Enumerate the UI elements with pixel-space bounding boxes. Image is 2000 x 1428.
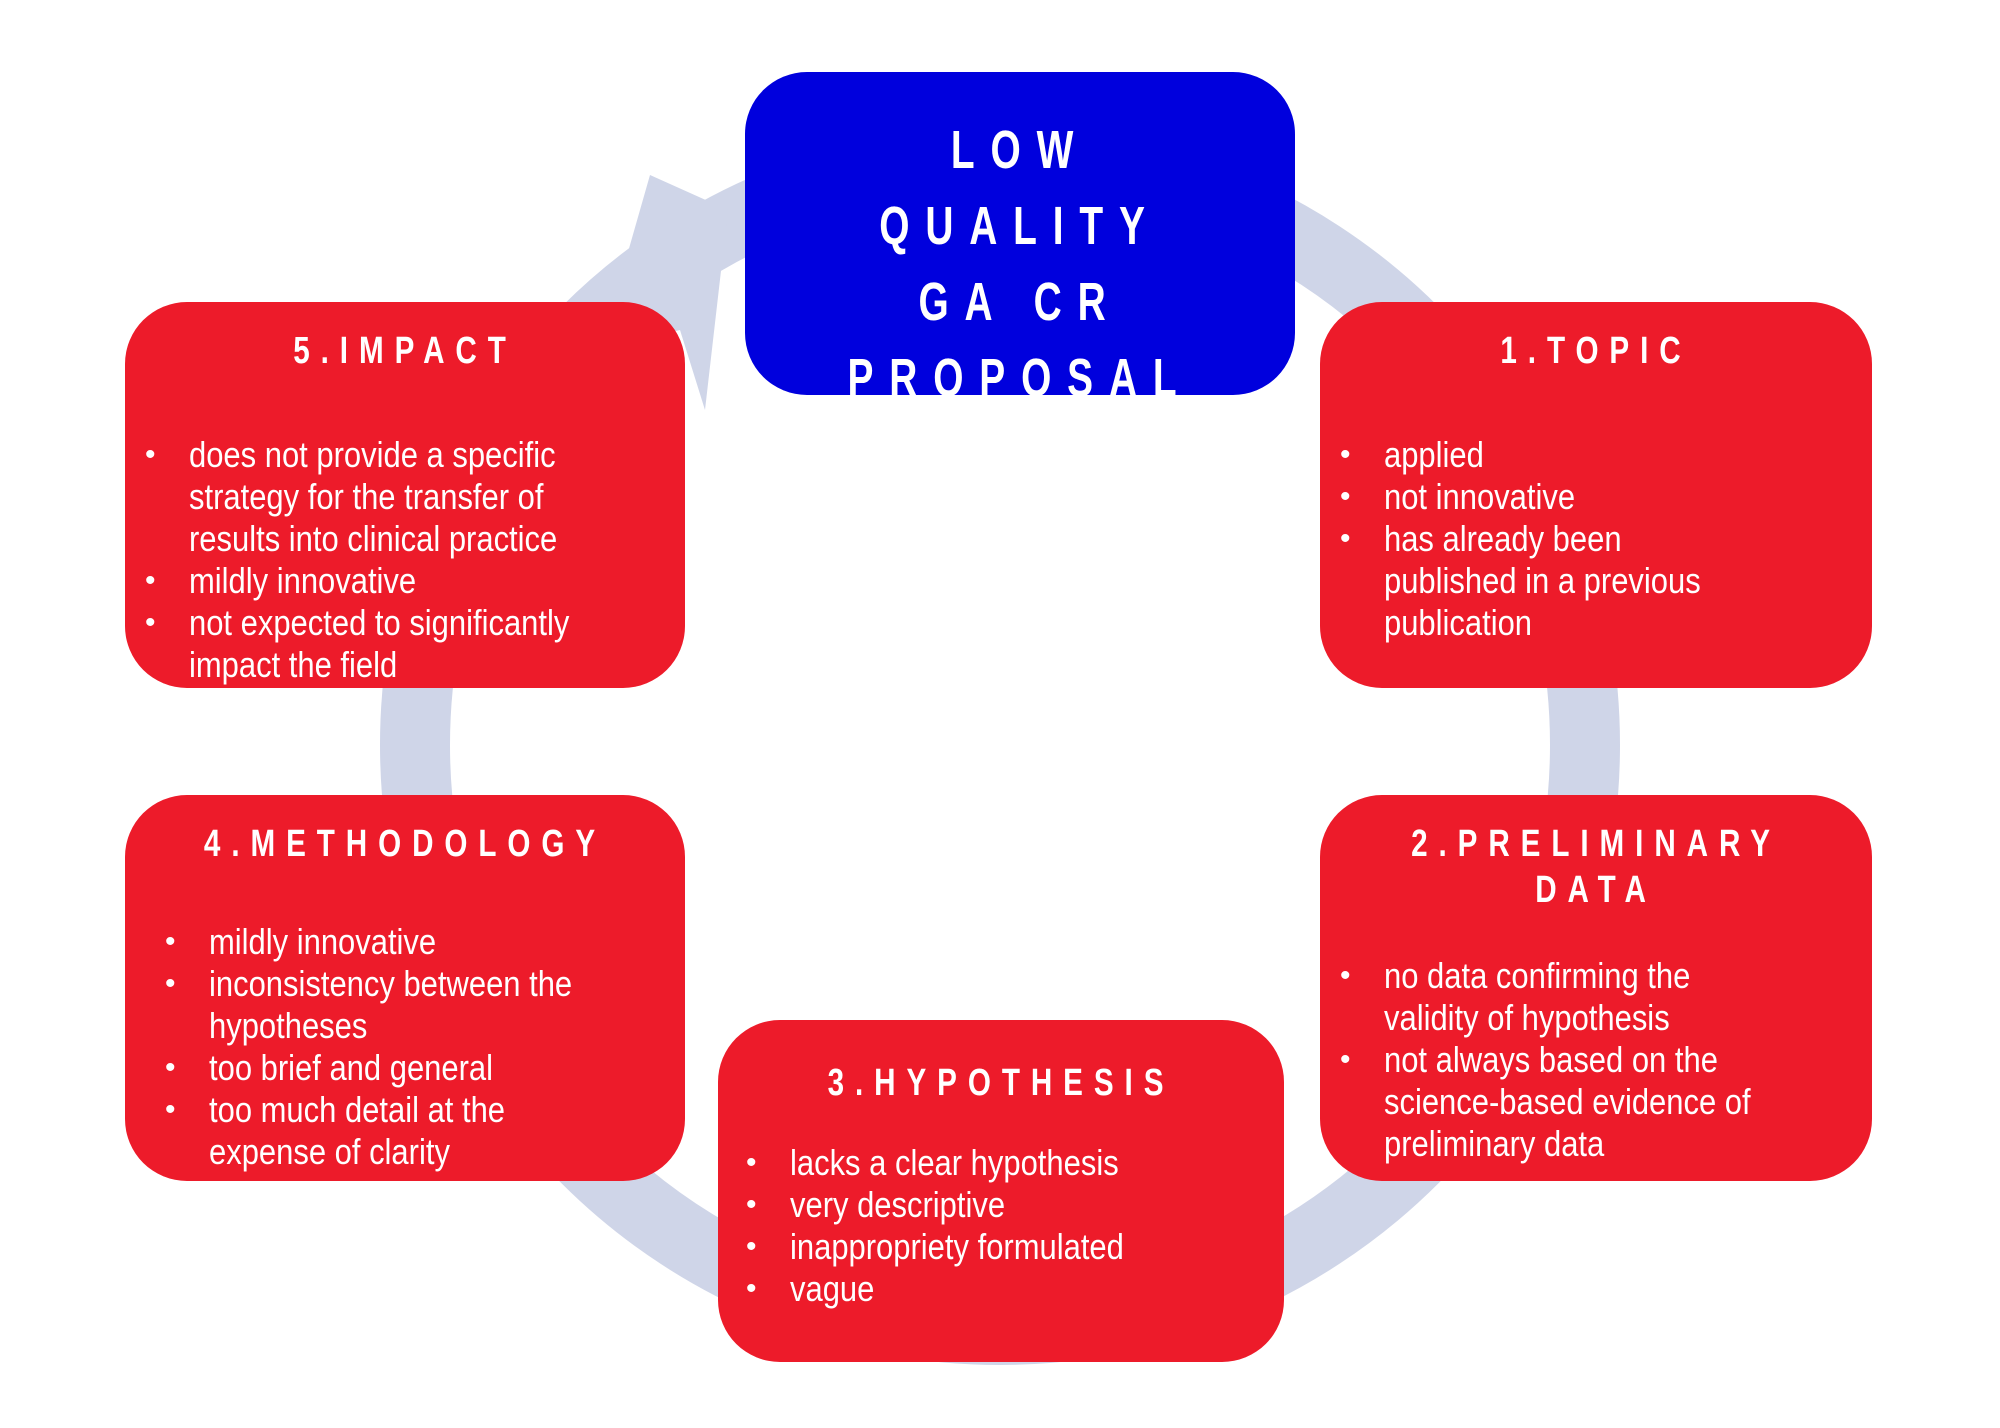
step-title: 3.HYPOTHESIS — [780, 1060, 1221, 1106]
step-title: 2.PRELIMINARY DATA — [1381, 821, 1812, 913]
bullet-icon: • — [165, 1051, 176, 1084]
bullet-icon: • — [145, 564, 156, 597]
bullet-icon: • — [1340, 480, 1351, 513]
item-text: science-based evidence of — [1384, 1081, 1751, 1122]
bullet-icon: • — [145, 606, 156, 639]
item-text: has already been — [1384, 518, 1622, 559]
step-preliminary-data: 2.PRELIMINARY DATA • no data confirming t… — [1320, 795, 1872, 1181]
bullet-icon: • — [746, 1230, 757, 1263]
list-item: • inappropriety formulated — [726, 1226, 1284, 1268]
bullet-icon: • — [1340, 959, 1351, 992]
step-title-line: 4.METHODOLOGY — [203, 823, 607, 865]
step-topic: 1.TOPIC • applied • not innovative • has al… — [1320, 302, 1872, 688]
center-title: LOW QUALITY GA CR PROPOSAL — [822, 112, 1218, 416]
bullet-icon: • — [145, 438, 156, 471]
bullet-icon: • — [165, 967, 176, 1000]
step-title: 5.IMPACT — [187, 328, 624, 374]
step-item-list: • mildly innovative • inconsistency betwee… — [125, 921, 685, 1173]
bullet-icon: • — [746, 1272, 757, 1305]
item-text: publication — [1384, 602, 1533, 643]
step-title-line: 3.HYPOTHESIS — [827, 1062, 1175, 1104]
item-text: applied — [1384, 434, 1484, 475]
item-text: hypotheses — [209, 1005, 368, 1046]
center-title-line: PROPOSAL — [847, 348, 1193, 408]
item-text: preliminary data — [1384, 1123, 1605, 1164]
step-title: 1.TOPIC — [1381, 328, 1812, 374]
bullet-icon: • — [1340, 1043, 1351, 1076]
item-text: inappropriety formulated — [790, 1226, 1124, 1267]
list-item: • not innovative — [1320, 476, 1872, 518]
bullet-icon: • — [746, 1146, 757, 1179]
step-item-list: • lacks a clear hypothesis • very descript… — [718, 1142, 1284, 1310]
step-title-line: 5.IMPACT — [293, 330, 517, 372]
step-item-list: • applied • not innovative • has already be… — [1320, 434, 1872, 644]
list-item: • vague — [726, 1268, 1284, 1310]
step-hypothesis: 3.HYPOTHESIS • lacks a clear hypothesis •… — [718, 1020, 1284, 1362]
bullet-icon: • — [165, 925, 176, 958]
bullet-icon: • — [746, 1188, 757, 1221]
item-text: lacks a clear hypothesis — [790, 1142, 1119, 1183]
list-item: • lacks a clear hypothesis — [726, 1142, 1284, 1184]
list-item: • mildly innovative — [145, 921, 685, 963]
item-text: expense of clarity — [209, 1131, 450, 1172]
center-box: LOW QUALITY GA CR PROPOSAL — [745, 72, 1295, 408]
step-title-line: DATA — [1535, 869, 1657, 911]
bullet-icon: • — [1340, 438, 1351, 471]
list-item: • mildly innovative — [125, 560, 685, 602]
step-methodology: 4.METHODOLOGY • mildly innovative • incons… — [125, 795, 685, 1181]
item-text: too much detail at the — [209, 1089, 506, 1130]
item-text: no data confirming the — [1384, 955, 1691, 996]
item-text: not always based on the — [1384, 1039, 1718, 1080]
item-text: impact the field — [189, 644, 398, 685]
item-text: published in a previous — [1384, 560, 1701, 601]
item-text: very descriptive — [790, 1184, 1006, 1225]
center-title-line: LOW QUALITY — [879, 120, 1161, 256]
item-text: too brief and general — [209, 1047, 494, 1088]
list-item: • very descriptive — [726, 1184, 1284, 1226]
item-text: strategy for the transfer of — [189, 476, 544, 517]
step-title-line: 2.PRELIMINARY — [1411, 823, 1781, 865]
item-text: validity of hypothesis — [1384, 997, 1670, 1038]
item-text: vague — [790, 1268, 875, 1309]
bullet-icon: • — [165, 1093, 176, 1126]
item-text: mildly innovative — [189, 560, 417, 601]
list-item: • applied — [1320, 434, 1872, 476]
item-text: results into clinical practice — [189, 518, 558, 559]
cycle-arrowhead-icon — [600, 175, 728, 410]
item-text: inconsistency between the — [209, 963, 573, 1004]
item-text: does not provide a specific — [189, 434, 556, 475]
item-text: not innovative — [1384, 476, 1576, 517]
list-item: • too brief and general — [145, 1047, 685, 1089]
step-title-line: 1.TOPIC — [1500, 330, 1692, 372]
item-text: not expected to significantly — [189, 602, 570, 643]
center-title-line: GA CR — [918, 272, 1122, 332]
bullet-icon: • — [1340, 522, 1351, 555]
step-title: 4.METHODOLOGY — [187, 821, 624, 867]
item-text: mildly innovative — [209, 921, 437, 962]
